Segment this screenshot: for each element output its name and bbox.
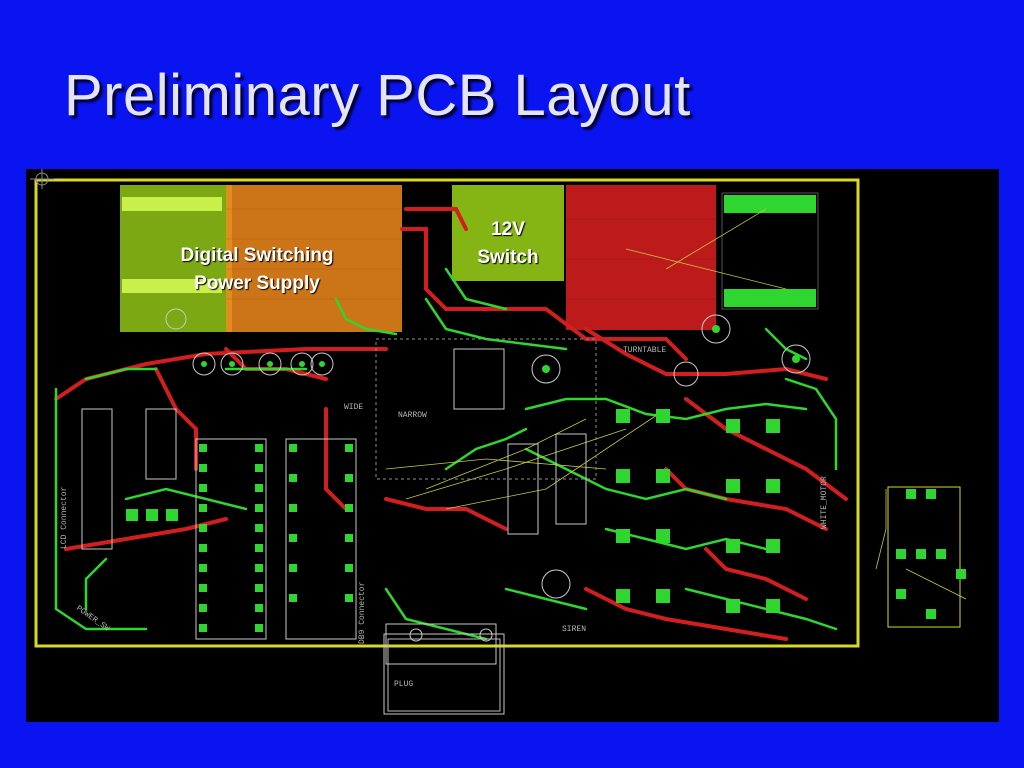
pcb-board-drawing: TURNTABLE NARROW WIDE PLUG SIREN DB9 Con…: [30, 169, 967, 715]
narrow-label: NARROW: [398, 411, 427, 420]
side-board-outline: [887, 486, 961, 628]
crosshair-icon: [30, 169, 54, 189]
ic-footprints: [81, 338, 597, 715]
switch-callout: 12V Switch: [458, 216, 558, 272]
power-supply-callout-line1: Digital Switching: [180, 245, 334, 266]
power-supply-region-orange: [226, 185, 402, 332]
wide-label: WIDE: [344, 403, 363, 412]
siren-label: SIREN: [562, 625, 586, 634]
connector-label: DB9 Connector: [358, 581, 367, 644]
lcd-connector-label: LCD Connector: [60, 486, 69, 549]
switch-callout-line2: Switch: [477, 247, 539, 268]
plug-label: PLUG: [394, 680, 413, 689]
relay-region-red: [566, 185, 716, 330]
turntable-label: TURNTABLE: [623, 346, 666, 355]
motor-label: WHITE_MOTOR: [820, 476, 829, 529]
switch-region-green: [452, 185, 564, 281]
slide-title: Preliminary PCB Layout: [64, 63, 691, 128]
power-supply-callout: Digital Switching Power Supply: [130, 242, 384, 298]
ratsnest-lines: [385, 208, 967, 600]
pcb-layout-image: TURNTABLE NARROW WIDE PLUG SIREN DB9 Con…: [26, 169, 999, 722]
round-components: [165, 308, 811, 642]
board-outline: [34, 178, 860, 648]
plug-outline: [387, 638, 501, 712]
switch-callout-line1: 12V: [491, 219, 525, 240]
component-pads: [126, 409, 966, 632]
power-supply-callout-line2: Power Supply: [194, 273, 320, 294]
